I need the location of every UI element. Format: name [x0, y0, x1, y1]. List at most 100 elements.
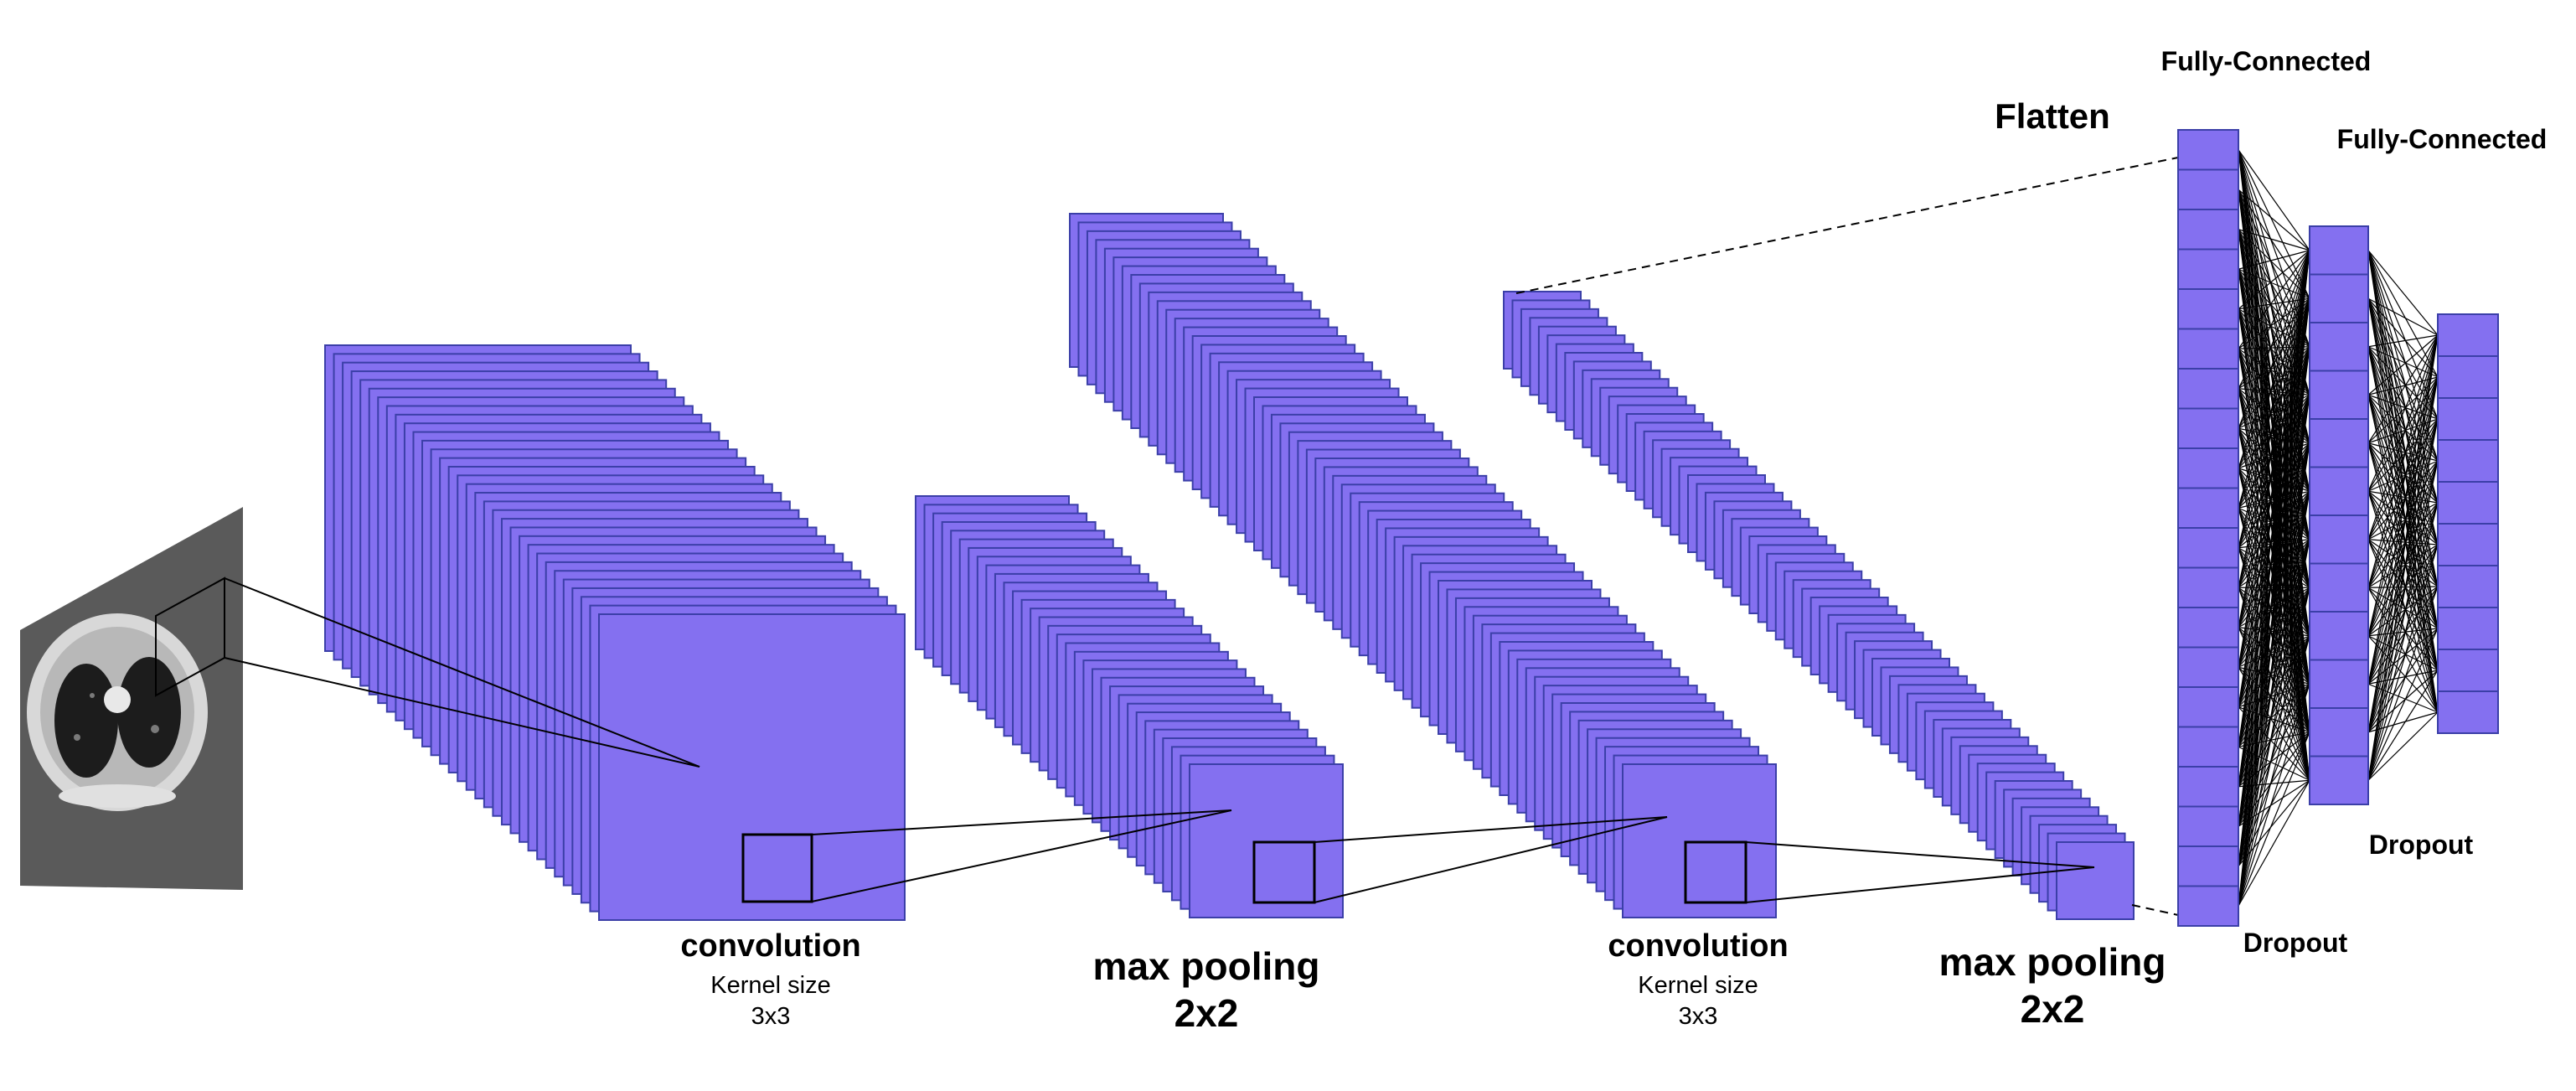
dense-edge: [2238, 250, 2310, 787]
fc1-neuron: [2177, 607, 2239, 649]
dense-edge: [2367, 502, 2439, 685]
fc1-neuron: [2177, 487, 2239, 529]
dense-edge: [2367, 376, 2439, 396]
dense-edge: [2367, 670, 2439, 781]
dense-edge: [2367, 334, 2439, 540]
dense-edge: [2367, 250, 2439, 336]
fc1-neuron: [2177, 129, 2239, 171]
dense-edge: [2238, 189, 2310, 251]
dense-edge: [2238, 298, 2310, 907]
dense-edge: [2367, 442, 2439, 546]
dense-edge: [2367, 544, 2439, 588]
dense-edge: [2238, 732, 2310, 907]
conv2-kernel-label: Kernel size: [1638, 972, 1758, 999]
fc1-neuron: [2177, 805, 2239, 847]
dense-edge: [2367, 418, 2439, 636]
dense-edge: [2238, 250, 2310, 907]
dense-edge: [2367, 490, 2439, 504]
conv1-title: convolution: [680, 928, 861, 964]
output-neuron: [2437, 397, 2499, 441]
conv1-kernel-label: Kernel size: [710, 972, 831, 999]
fc2-dropout: Dropout: [2368, 830, 2474, 860]
dense-edge: [2367, 376, 2439, 685]
dense-edge: [2238, 250, 2310, 707]
dense-edge: [2367, 395, 2439, 587]
dense-edge: [2238, 250, 2310, 429]
dense-edge: [2367, 394, 2439, 546]
fc1-neuron: [2177, 646, 2239, 688]
dense-edge: [2367, 460, 2439, 636]
pool2-map: [2056, 841, 2135, 920]
dense-edge: [2238, 250, 2310, 468]
pool1-size: 2x2: [1174, 991, 1239, 1035]
fc1-neuron: [2177, 766, 2239, 808]
dense-edge: [2367, 334, 2439, 732]
dense-edge: [2367, 334, 2439, 348]
conv2-feature-maps: [1069, 213, 1777, 918]
dense-edge: [2367, 460, 2439, 781]
dense-edge: [2238, 346, 2310, 747]
fc2-neuron: [2309, 707, 2369, 757]
conv2-kernel-window: [1684, 840, 1747, 904]
dense-edge: [2367, 460, 2439, 492]
dense-edge: [2238, 298, 2310, 747]
fc1-neuron: [2177, 527, 2239, 569]
dense-edge: [2367, 250, 2439, 546]
conv1-kernel-window: [741, 833, 813, 903]
dense-edge: [2238, 250, 2310, 270]
dense-edge: [2367, 394, 2439, 420]
dense-connections: [2238, 149, 2439, 907]
dense-edge: [2367, 298, 2439, 587]
fc2-title: Fully-Connected: [2336, 124, 2548, 154]
dense-edge: [2238, 149, 2310, 251]
conv2-title: convolution: [1608, 928, 1789, 964]
pool1-kernel-window: [1252, 840, 1316, 904]
dense-edge: [2367, 460, 2439, 588]
fc2-neurons: [2309, 225, 2369, 805]
output-neuron: [2437, 481, 2499, 525]
fc1-neuron: [2177, 328, 2239, 370]
dense-edge: [2367, 587, 2439, 713]
dense-edge: [2238, 250, 2310, 747]
fc1-neuron: [2177, 845, 2239, 887]
ct-scan-slice-icon: [27, 613, 208, 811]
fc1-neuron: [2177, 368, 2239, 410]
fc2-neuron: [2309, 755, 2369, 805]
dense-edge: [2367, 502, 2439, 637]
pool1-title: max pooling: [1092, 944, 1320, 988]
dense-edge: [2367, 460, 2439, 540]
dense-edge: [2367, 418, 2439, 781]
dense-edge: [2367, 334, 2439, 588]
fc2-neuron: [2309, 514, 2369, 565]
dense-edge: [2238, 395, 2310, 866]
dense-edge: [2367, 298, 2439, 629]
fc1-neuron: [2177, 726, 2239, 768]
dense-edge: [2367, 544, 2439, 781]
fc1-neuron: [2177, 407, 2239, 449]
dense-edge: [2367, 334, 2439, 685]
fc1-neuron: [2177, 686, 2239, 728]
fc1-neuron: [2177, 885, 2239, 927]
dense-edge: [2367, 418, 2439, 444]
dense-edge: [2367, 418, 2439, 540]
dense-edge: [2238, 539, 2310, 907]
dense-edge: [2367, 334, 2439, 444]
dense-edge: [2367, 539, 2439, 713]
fc2-neuron: [2309, 225, 2369, 276]
dense-edge: [2367, 376, 2439, 781]
dense-edge: [2367, 544, 2439, 637]
dense-edge: [2367, 346, 2439, 378]
dense-edge: [2238, 250, 2310, 588]
dense-edge: [2367, 334, 2439, 492]
dense-edge: [2367, 250, 2439, 462]
dense-edge: [2238, 250, 2310, 827]
dense-edge: [2238, 684, 2310, 907]
dense-edge: [2367, 346, 2439, 587]
dense-edge: [2367, 334, 2439, 396]
output-neuron: [2437, 649, 2499, 692]
fc1-neurons: [2177, 129, 2239, 927]
output-neuron: [2437, 607, 2499, 650]
fc2-neuron: [2309, 273, 2369, 323]
dense-edge: [2238, 346, 2310, 787]
dense-edge: [2238, 442, 2310, 907]
